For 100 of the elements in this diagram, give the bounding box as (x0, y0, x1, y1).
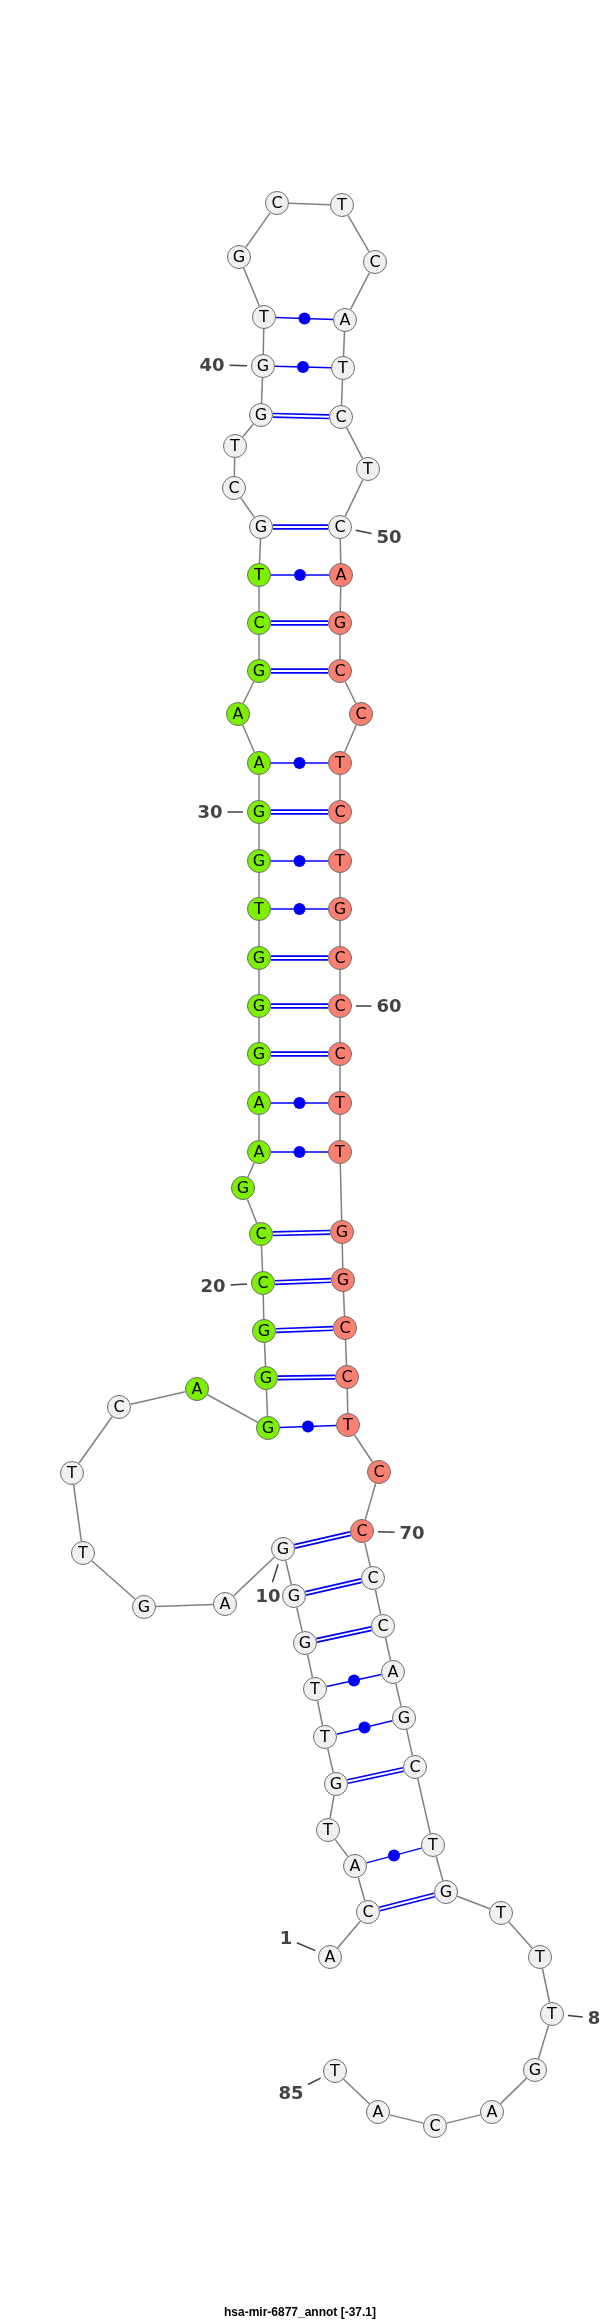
base-pair-line (273, 524, 328, 530)
backbone-line (78, 1416, 113, 1464)
base-pair-line (272, 1229, 331, 1237)
nucleotide-circle: A (247, 1091, 271, 1115)
backbone-line (339, 586, 342, 612)
base-pair-line (275, 1325, 334, 1334)
nucleotide-circle: C (333, 1316, 357, 1340)
nucleotide-circle: G (249, 403, 273, 427)
backbone-line (541, 1968, 551, 2003)
backbone-line (242, 681, 255, 704)
backbone-line (265, 1389, 269, 1417)
base-pair-line (270, 860, 329, 862)
nucleotide-circle: G (271, 1537, 295, 1561)
base-pair-line (365, 1847, 423, 1864)
backbone-line (258, 1017, 260, 1043)
backbone-line (258, 538, 262, 564)
nucleotide-circle: A (381, 1660, 405, 1684)
backbone-line (296, 1606, 303, 1633)
backbone-line (91, 1560, 136, 1600)
backbone-line (435, 1855, 444, 1882)
base-pair-line (270, 1102, 329, 1104)
backbone-line (258, 586, 260, 612)
nucleotide-circle: G (231, 1176, 255, 1200)
nucleotide-circle: C (367, 1460, 391, 1484)
backbone-line (329, 1795, 335, 1819)
backbone-line (339, 1017, 341, 1043)
backbone-line (258, 634, 260, 660)
nucleotide-circle: T (247, 897, 271, 921)
nucleotide-circle: C (251, 1271, 275, 1295)
leader-line (355, 1005, 373, 1007)
backbone-line (344, 724, 357, 753)
backbone-line (388, 2114, 425, 2124)
nucleotide-circle: A (480, 2100, 504, 2124)
nucleotide-circle: G (523, 2058, 547, 2082)
backbone-line (339, 1163, 343, 1221)
nucleotide-circle: A (366, 2100, 390, 2124)
position-number: 85 (278, 2084, 304, 2102)
nucleotide-circle: C (328, 659, 352, 683)
base-pair-line (272, 412, 330, 420)
base-pair-line (279, 1424, 337, 1429)
nucleotide-circle: T (313, 1725, 337, 1749)
nucleotide-circle: C (328, 515, 352, 539)
backbone-line (364, 1482, 377, 1521)
nucleotide-circle: G (227, 245, 251, 269)
backbone-line (288, 202, 331, 206)
nucleotide-circle: G (256, 1416, 280, 1440)
nucleotide-circle: G (293, 1631, 317, 1655)
backbone-line (327, 1747, 334, 1774)
base-pair-line (347, 1766, 404, 1785)
backbone-line (347, 214, 370, 253)
nucleotide-circle: A (318, 1945, 342, 1969)
nucleotide-circle: C (371, 1614, 395, 1638)
backbone-line (334, 1838, 349, 1858)
backbone-line (247, 1162, 255, 1178)
nucleotide-circle: T (330, 193, 354, 217)
leader-line (567, 2014, 584, 2018)
caption: hsa-mir-6877_annot [-37.1] (223, 2306, 377, 2318)
backbone-line (508, 1921, 533, 1949)
nucleotide-circle: G (247, 994, 271, 1018)
backbone-line (285, 1559, 292, 1586)
nucleotide-circle: G (328, 897, 352, 921)
backbone-line (260, 1245, 264, 1272)
backbone-line (537, 2024, 550, 2060)
nucleotide-circle: T (331, 356, 355, 380)
nucleotide-circle: C (356, 1900, 380, 1924)
backbone-line (242, 267, 261, 307)
backbone-line (242, 724, 255, 753)
nucleotide-circle: A (247, 1140, 271, 1164)
nucleotide-circle: C (328, 1042, 352, 1066)
nucleotide-circle: G (434, 1880, 458, 1904)
position-number: 50 (376, 528, 402, 546)
backbone-line (258, 1065, 260, 1092)
backbone-line (155, 1603, 214, 1608)
backbone-line (339, 1114, 341, 1141)
nucleotide-circle: G (247, 946, 271, 970)
leader-line (354, 529, 373, 535)
backbone-line (340, 379, 344, 406)
base-pair-line (316, 1625, 372, 1644)
backbone-line (405, 1728, 414, 1757)
nucleotide-circle: C (361, 1566, 385, 1590)
nucleotide-circle: A (343, 1854, 367, 1878)
backbone-line (339, 538, 342, 564)
nucleotide-circle: T (316, 1818, 340, 1842)
base-pair-line (335, 1720, 394, 1735)
position-number: 70 (399, 1524, 425, 1542)
nucleotide-circle: T (323, 2059, 347, 2083)
nucleotide-circle: T (489, 1901, 513, 1925)
base-pair-line (277, 1374, 336, 1381)
leader-line (229, 1283, 248, 1286)
position-number: 8 (587, 2009, 600, 2027)
nucleotide-circle: T (421, 1833, 445, 1857)
position-number: 40 (199, 356, 225, 374)
leader-line (377, 1530, 396, 1534)
nucleotide-circle: A (329, 563, 353, 587)
base-pair-line (271, 1003, 328, 1009)
backbone-line (345, 426, 364, 460)
leader-line (296, 1941, 317, 1952)
nucleotide-circle: C (350, 1519, 374, 1543)
backbone-line (339, 823, 341, 850)
backbone-line (258, 969, 260, 995)
